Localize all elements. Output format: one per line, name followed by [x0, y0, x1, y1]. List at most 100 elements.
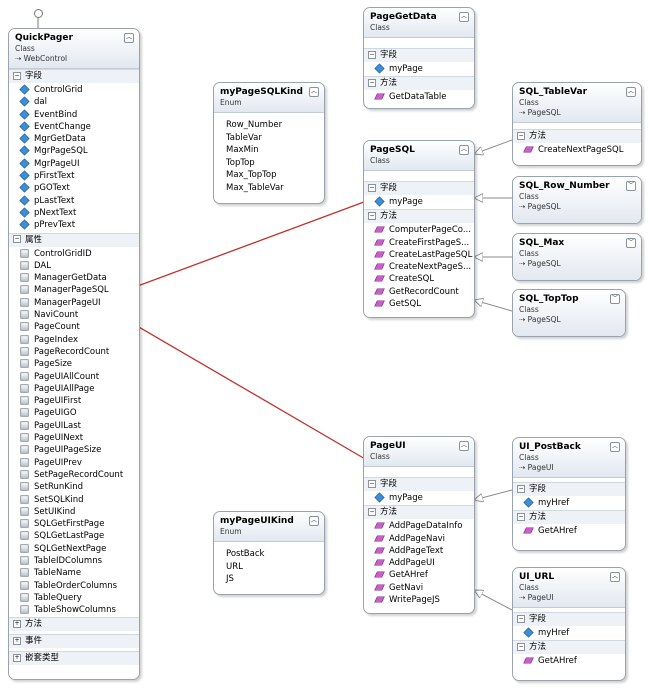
collapse-icon[interactable]: ︿ — [626, 87, 636, 97]
compartment-fields[interactable]: −字段 — [513, 612, 625, 626]
enum-value[interactable]: TopTop — [226, 157, 255, 168]
collapse-toggle-icon[interactable]: − — [368, 50, 376, 59]
property-item[interactable]: SetRunKind — [9, 481, 139, 493]
enum-value[interactable]: JS — [226, 574, 234, 584]
expand-icon[interactable]: ﹀ — [610, 294, 620, 304]
method-item[interactable]: AddPageUI — [364, 557, 474, 569]
compartment-fields[interactable]: −字段 — [364, 48, 474, 62]
field-item[interactable]: pNextText — [9, 207, 139, 219]
property-item[interactable]: PageUINext — [9, 432, 139, 444]
collapse-toggle-icon[interactable]: − — [517, 642, 525, 651]
property-item[interactable]: ControlGridID — [9, 248, 139, 260]
expand-toggle-icon[interactable]: + — [13, 619, 21, 628]
method-item[interactable]: CreateNextPageS... — [364, 261, 474, 273]
property-item[interactable]: PageUIFirst — [9, 395, 139, 407]
collapse-icon[interactable]: ︿ — [309, 516, 319, 526]
compartment-fields[interactable]: −字段 — [364, 477, 474, 491]
property-item[interactable]: ManagerPageSQL — [9, 284, 139, 296]
method-item[interactable]: ComputerPageCo... — [364, 224, 474, 236]
collapse-icon[interactable]: ︿ — [610, 572, 620, 582]
method-item[interactable]: AddPageNavi — [364, 533, 474, 545]
compartment-events[interactable]: +事件 — [9, 634, 139, 649]
field-item[interactable]: EventChange — [9, 121, 139, 133]
field-item[interactable]: MgrPageSQL — [9, 145, 139, 157]
method-item[interactable]: AddPageDataInfo — [364, 520, 474, 532]
collapse-toggle-icon[interactable]: − — [517, 614, 525, 623]
field-item[interactable]: myPage — [364, 196, 474, 208]
enum-value[interactable]: Max_TopTop — [226, 170, 277, 180]
field-item[interactable]: myPage — [364, 63, 474, 75]
collapse-icon[interactable]: ︿ — [459, 441, 469, 451]
method-item[interactable]: CreateSQL — [364, 273, 474, 285]
compartment-fields[interactable]: −字段 — [513, 482, 625, 496]
property-item[interactable]: PageUIAllPage — [9, 383, 139, 395]
class-pagegetdata[interactable]: PageGetData Class ︿ −字段 myPage −方法 GetDa… — [363, 7, 475, 109]
field-item[interactable]: myHref — [513, 627, 625, 639]
enum-value[interactable]: Max_TableVar — [226, 182, 284, 193]
compartment-methods[interactable]: −方法 — [513, 129, 641, 143]
property-item[interactable]: PageCount — [9, 321, 139, 333]
expand-toggle-icon[interactable]: + — [13, 636, 21, 645]
expand-icon[interactable]: ﹀ — [626, 238, 636, 248]
field-item[interactable]: myPage — [364, 492, 474, 504]
method-item[interactable]: CreateNextPageSQL — [513, 144, 641, 156]
class-sql-max[interactable]: SQL_Max Class ⇢ PageSQL ﹀ — [512, 233, 642, 281]
class-ui-url[interactable]: UI_URL Class ⇢ PageUI ︿ −字段 myHref −方法 G… — [512, 567, 626, 681]
compartment-methods[interactable]: −方法 — [364, 76, 474, 91]
property-item[interactable]: TableShowColumns — [9, 604, 139, 616]
enum-value[interactable]: MaxMin — [226, 145, 259, 155]
expand-icon[interactable]: ﹀ — [626, 181, 636, 191]
collapse-toggle-icon[interactable]: − — [517, 512, 525, 521]
property-item[interactable]: SetSQLKind — [9, 494, 139, 506]
compartment-methods[interactable]: +方法 — [9, 617, 139, 632]
compartment-nested-types[interactable]: +嵌套类型 — [9, 651, 139, 666]
collapse-toggle-icon[interactable]: − — [517, 131, 525, 140]
enum-value[interactable]: Row_Number — [226, 120, 283, 130]
compartment-methods[interactable]: −方法 — [364, 209, 474, 224]
field-item[interactable]: pPrevText — [9, 219, 139, 231]
collapse-toggle-icon[interactable]: − — [368, 78, 376, 87]
compartment-methods[interactable]: −方法 — [513, 510, 625, 525]
method-item[interactable]: GetAHref — [513, 655, 625, 667]
method-item[interactable]: GetNavi — [364, 582, 474, 594]
method-item[interactable]: GetAHref — [364, 569, 474, 581]
property-item[interactable]: TableQuery — [9, 592, 139, 604]
property-item[interactable]: SetUIKind — [9, 506, 139, 518]
property-item[interactable]: PageIndex — [9, 334, 139, 346]
field-item[interactable]: pFirstText — [9, 170, 139, 182]
field-item[interactable]: MgrPageUI — [9, 158, 139, 170]
collapse-toggle-icon[interactable]: − — [13, 71, 21, 80]
collapse-toggle-icon[interactable]: − — [368, 183, 376, 192]
collapse-icon[interactable]: ︿ — [309, 87, 319, 97]
enum-value[interactable]: TableVar — [226, 132, 262, 143]
field-item[interactable]: EventBind — [9, 109, 139, 121]
property-item[interactable]: SQLGetFirstPage — [9, 518, 139, 530]
property-item[interactable]: TableIDColumns — [9, 555, 139, 567]
property-item[interactable]: TableName — [9, 567, 139, 579]
collapse-icon[interactable]: ︿ — [610, 442, 620, 452]
collapse-icon[interactable]: ︿ — [124, 33, 134, 43]
method-item[interactable]: AddPageText — [364, 545, 474, 557]
property-item[interactable]: PageUIPrev — [9, 457, 139, 469]
field-item[interactable]: pGOText — [9, 182, 139, 194]
compartment-properties[interactable]: −属性 — [9, 232, 139, 247]
property-item[interactable]: NaviCount — [9, 309, 139, 321]
collapse-toggle-icon[interactable]: − — [368, 507, 376, 516]
field-item[interactable]: ControlGrid — [9, 84, 139, 96]
field-item[interactable]: pLastText — [9, 195, 139, 207]
property-item[interactable]: PageSize — [9, 358, 139, 370]
compartment-methods[interactable]: −方法 — [513, 640, 625, 655]
field-item[interactable]: dal — [9, 96, 139, 108]
method-item[interactable]: GetDataTable — [364, 91, 474, 103]
method-item[interactable]: WritePageJS — [364, 594, 474, 606]
class-ui-postback[interactable]: UI_PostBack Class ⇢ PageUI ︿ −字段 myHref … — [512, 437, 626, 551]
compartment-fields[interactable]: −字段 — [364, 181, 474, 195]
collapse-toggle-icon[interactable]: − — [368, 211, 376, 220]
enum-value[interactable]: URL — [226, 561, 243, 572]
property-item[interactable]: PageUIGO — [9, 407, 139, 419]
property-item[interactable]: SQLGetNextPage — [9, 543, 139, 555]
collapse-toggle-icon[interactable]: − — [13, 235, 21, 244]
class-pageui[interactable]: PageUI Class ︿ −字段 myPage −方法 AddPageDat… — [363, 436, 475, 614]
collapse-toggle-icon[interactable]: − — [517, 484, 525, 493]
